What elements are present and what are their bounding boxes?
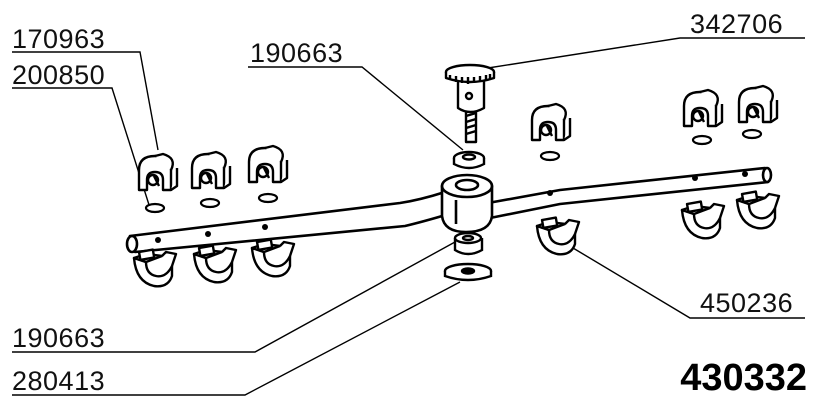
- assembly-number: 430332: [680, 357, 807, 399]
- spreader-bar: [125, 166, 773, 254]
- washer-top: [452, 150, 486, 170]
- leader-lines: [12, 37, 805, 396]
- knob-screw: [444, 63, 496, 144]
- leader-342706: [487, 37, 805, 69]
- leader-200850: [12, 87, 151, 209]
- part-label-280413: 280413: [12, 366, 106, 396]
- part-label-450236: 450236: [700, 288, 794, 318]
- leader-170963: [12, 51, 159, 151]
- part-label-190663-top: 190663: [250, 38, 344, 68]
- part-label-170963: 170963: [12, 24, 106, 54]
- leader-450236: [567, 244, 805, 319]
- leader-280413: [12, 281, 461, 396]
- part-label-190663-bottom: 190663: [12, 323, 106, 353]
- bar-holes: [155, 171, 748, 243]
- leader-190663-top: [248, 66, 464, 151]
- part-label-342706: 342706: [690, 9, 784, 39]
- leader-190663-bottom: [12, 241, 456, 353]
- knurled-disc: [443, 262, 493, 282]
- washer-bottom: [453, 231, 484, 256]
- part-label-200850: 200850: [12, 60, 106, 90]
